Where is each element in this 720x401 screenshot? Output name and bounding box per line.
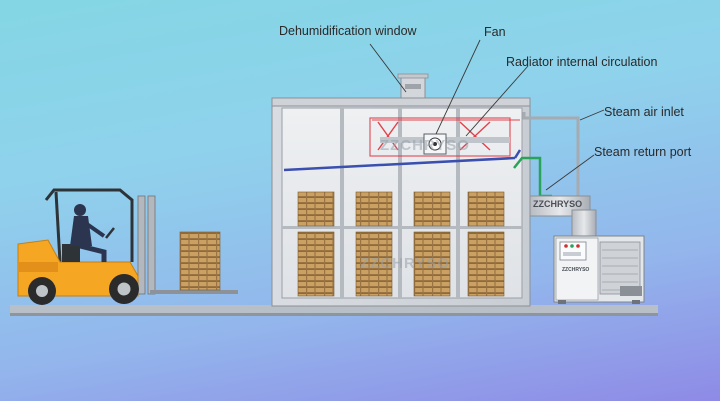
unit-badge: ZZCHRYSO xyxy=(533,199,583,209)
pallet-stacks xyxy=(297,191,505,297)
small-badge: ZZCHRYSO xyxy=(562,267,590,273)
label-dehumidification-window: Dehumidification window xyxy=(279,24,417,38)
forklift-pallet-load xyxy=(179,231,221,291)
watermark-upper: ZZCHRYSO xyxy=(380,137,470,154)
watermark-lower: ZZCHRYSO xyxy=(360,255,450,272)
ground-floor xyxy=(10,305,658,316)
label-radiator-circulation: Radiator internal circulation xyxy=(506,55,658,69)
steam-pipe xyxy=(283,149,522,172)
steam-inlet-pipe xyxy=(522,112,580,200)
label-fan: Fan xyxy=(484,25,506,39)
label-steam-return-port: Steam return port xyxy=(594,145,692,159)
dehumidification-window xyxy=(397,73,429,99)
label-steam-air-inlet: Steam air inlet xyxy=(604,105,684,119)
forklift xyxy=(17,188,238,305)
heat-pump-unit xyxy=(553,235,645,304)
callout-lines xyxy=(369,39,605,191)
fan-icon xyxy=(423,133,447,155)
